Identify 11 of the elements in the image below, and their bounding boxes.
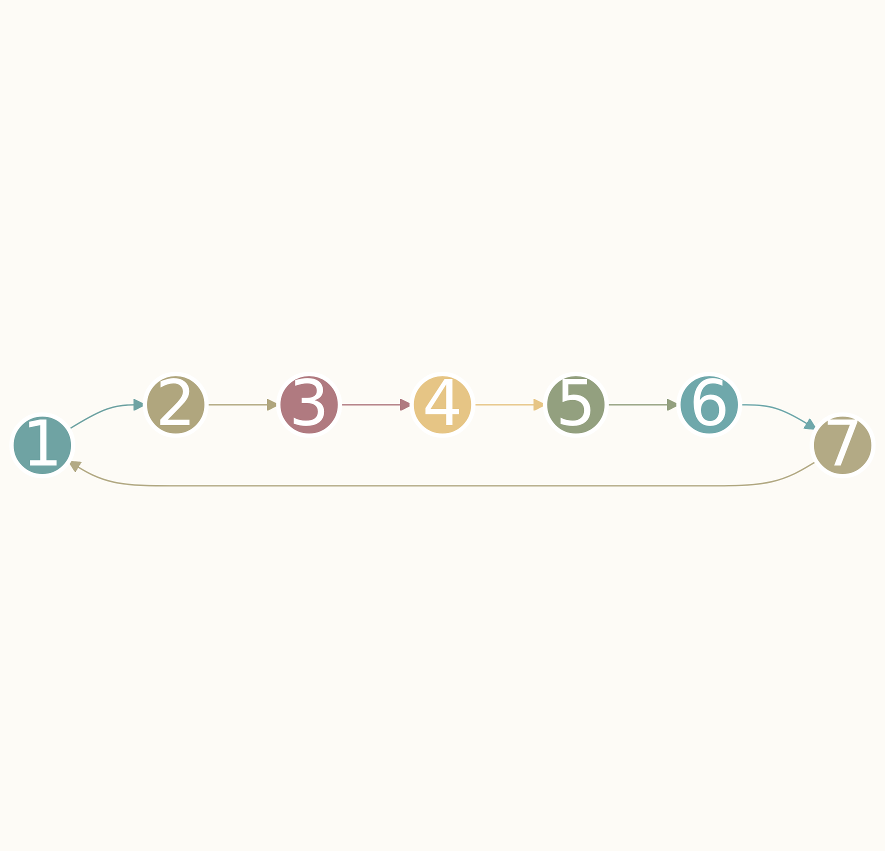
node-circle: 1	[9, 412, 76, 479]
node-circle: 5	[542, 372, 609, 438]
arrow	[606, 398, 679, 412]
arrow	[68, 461, 817, 487]
node-circle: 2	[142, 372, 209, 438]
arrow	[740, 404, 817, 430]
arrow	[68, 398, 146, 430]
node-circle: 4	[410, 372, 476, 438]
node-circle: 3	[276, 372, 342, 438]
node-circle: 7	[810, 412, 876, 479]
node-circle: 6	[676, 372, 742, 438]
